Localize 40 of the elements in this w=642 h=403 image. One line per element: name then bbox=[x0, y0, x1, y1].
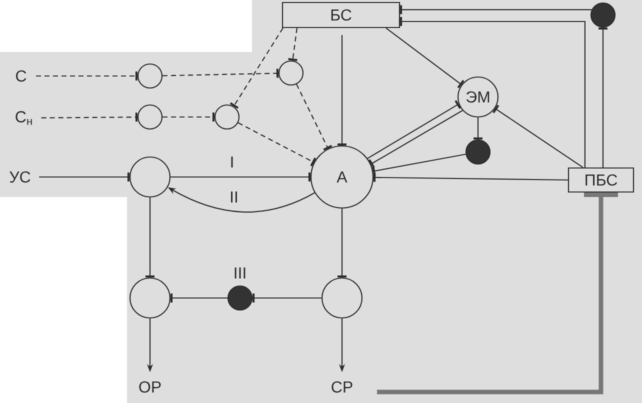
bar-connector bbox=[492, 104, 584, 168]
filled-dot bbox=[227, 285, 253, 311]
bar-connector bbox=[170, 294, 228, 302]
bar-connector bbox=[338, 208, 346, 278]
circle-node bbox=[137, 63, 163, 89]
circle-node bbox=[137, 104, 163, 130]
filled-dot bbox=[590, 2, 616, 28]
circle-node bbox=[214, 104, 240, 130]
dashed-bar-connector bbox=[41, 112, 138, 122]
bar-connector bbox=[386, 28, 464, 88]
dashed-bar-connector bbox=[162, 112, 214, 122]
circle-node bbox=[129, 156, 171, 198]
node-label: УС bbox=[10, 171, 30, 183]
bar-connector bbox=[338, 35, 346, 146]
edge-label: II bbox=[228, 190, 240, 204]
labelled-box: ПБС bbox=[568, 167, 634, 193]
node-label: С$_{н}$ bbox=[16, 111, 32, 125]
bar-connector bbox=[400, 17, 586, 168]
bar-connector bbox=[146, 198, 154, 278]
bar-connector bbox=[170, 172, 310, 182]
dashed-bar-connector bbox=[162, 68, 279, 78]
dashed-bar-connector bbox=[36, 72, 138, 80]
bar-connector bbox=[39, 172, 130, 182]
bar-connector bbox=[474, 118, 482, 140]
node-label: С bbox=[16, 70, 26, 82]
filled-dot bbox=[465, 139, 491, 165]
bar-connector bbox=[598, 28, 608, 168]
dashed-bar-connector bbox=[288, 28, 298, 62]
bar-connector bbox=[372, 154, 466, 176]
bar-connector bbox=[367, 100, 461, 159]
bar-connector bbox=[252, 294, 322, 302]
circle-node bbox=[321, 277, 363, 319]
bar-connector bbox=[400, 5, 592, 14]
node-label: СР bbox=[332, 381, 352, 393]
node-label: ОР bbox=[139, 381, 161, 393]
thick-bar-connector bbox=[377, 192, 618, 394]
bar-connector bbox=[374, 172, 568, 182]
circle-node bbox=[278, 60, 304, 86]
labelled-box: БС bbox=[282, 2, 400, 28]
circle-node bbox=[129, 277, 171, 319]
